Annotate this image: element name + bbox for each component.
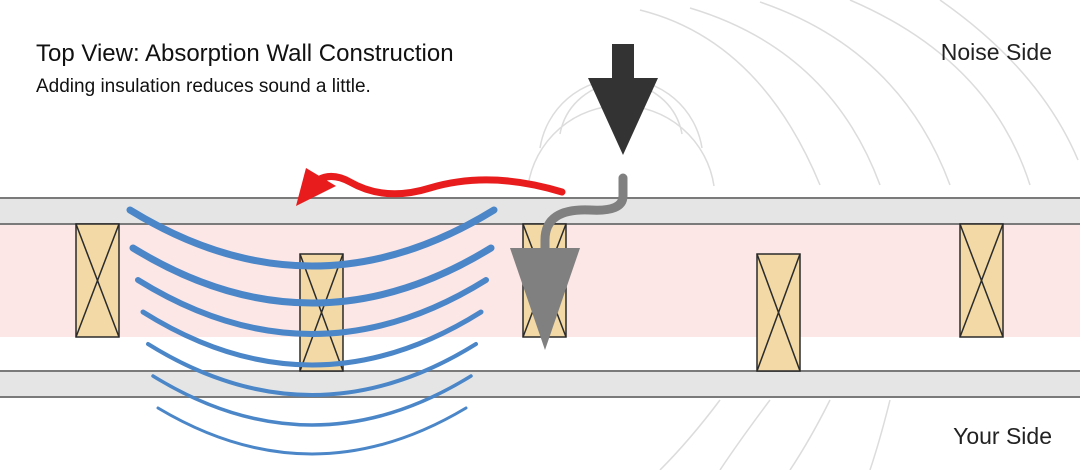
down-arrow-icon: [588, 44, 658, 155]
sound-wave: [156, 406, 468, 456]
your-side-label: Your Side: [953, 423, 1052, 449]
diagram-subtitle: Adding insulation reduces sound a little…: [36, 76, 371, 97]
drywall-your-side: [0, 370, 1080, 398]
diagram-title: Top View: Absorption Wall Construction: [36, 40, 454, 67]
drywall-noise-side: [0, 197, 1080, 225]
sound-waves: [126, 206, 498, 456]
faint-wave: [789, 399, 831, 471]
sound-wave: [146, 342, 478, 397]
faint-wave: [719, 399, 771, 471]
sound-wave: [126, 206, 498, 270]
faint-wave: [659, 399, 721, 471]
stud: [75, 223, 120, 338]
noise-side-label: Noise Side: [941, 39, 1052, 65]
faint-wave: [849, 0, 1031, 186]
curved-left-arrow-icon: [296, 168, 566, 206]
sound-wave: [135, 277, 489, 337]
sound-wave: [140, 309, 484, 368]
curved-down-arrow-icon: [510, 173, 628, 350]
faint-wave: [869, 399, 891, 471]
sound-wave: [129, 244, 495, 307]
stud: [756, 253, 801, 372]
sound-wave: [151, 374, 473, 427]
faint-wave: [639, 9, 821, 186]
faint-wave: [689, 7, 881, 186]
faint-noise-waves: [527, 0, 1079, 471]
stud: [959, 223, 1004, 338]
stud: [299, 253, 344, 372]
faint-wave: [759, 1, 951, 186]
faint-wave: [939, 0, 1079, 161]
